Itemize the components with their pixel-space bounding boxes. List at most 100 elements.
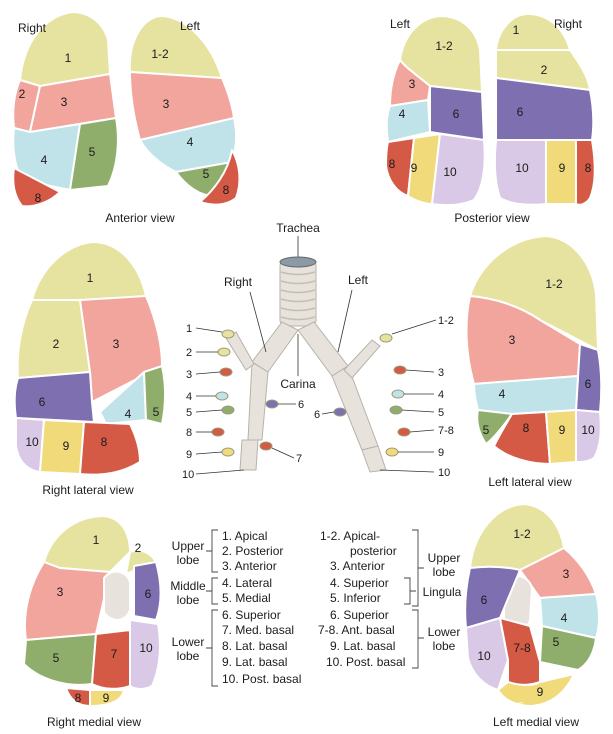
anterior-right-lung bbox=[12, 11, 119, 208]
tree-label: 1 bbox=[186, 323, 192, 335]
seg-label: 4 bbox=[561, 611, 568, 625]
lobe-label: lobe bbox=[177, 593, 200, 607]
left-lower-distal bbox=[361, 445, 387, 473]
tree-label: 10 bbox=[438, 467, 450, 479]
seg-label: 4 bbox=[125, 407, 132, 421]
watermark: 知乎 @医柚课堂 bbox=[498, 701, 600, 718]
legend-item: 6. Superior bbox=[222, 608, 281, 622]
ring-seg5 bbox=[221, 405, 235, 415]
seg-label: 5 bbox=[483, 423, 490, 437]
legend-item: posterior bbox=[350, 544, 397, 558]
seg-label: 5 bbox=[153, 405, 160, 419]
seg-label: 4 bbox=[399, 107, 406, 121]
seg-label: 6 bbox=[481, 593, 488, 607]
tree-label: 3 bbox=[438, 367, 444, 379]
lobe-label: lobe bbox=[433, 639, 456, 653]
tree-label: 10 bbox=[182, 469, 194, 481]
legend-item: 10. Post. basal bbox=[222, 672, 301, 686]
legend-item: 7-8. Ant. basal bbox=[318, 623, 395, 637]
seg-label: 8 bbox=[585, 161, 592, 175]
segment-superior bbox=[133, 561, 162, 621]
seg-label: 4 bbox=[187, 135, 194, 149]
posterior-view: Left Right 1-2 3 4 6 8 9 10 1 2 6 10 9 8… bbox=[385, 13, 596, 225]
segment-apical bbox=[495, 13, 571, 51]
seg-label: 8 bbox=[389, 157, 396, 171]
right-lateral-view: 1 2 3 6 4 5 10 9 8 Right lateral view bbox=[13, 241, 166, 497]
left-tree-labels: 1-2 3 4 5 6 7-8 9 10 bbox=[314, 315, 454, 479]
tree-label: 9 bbox=[186, 449, 192, 461]
left-main-bronchus bbox=[297, 321, 349, 377]
tree-label: 9 bbox=[438, 447, 444, 459]
ring-seg4 bbox=[215, 391, 229, 401]
posterior-right-lung bbox=[493, 13, 596, 206]
seg-label: 1 bbox=[65, 51, 72, 65]
legend-item: 2. Posterior bbox=[222, 544, 283, 558]
legend-left-lung: 1-2. Apical- posterior 3. Anterior 4. Su… bbox=[318, 529, 462, 669]
seg-label: 5 bbox=[53, 651, 60, 665]
tree-label: 3 bbox=[186, 369, 192, 381]
ring-seg3 bbox=[393, 365, 407, 375]
seg-label: 1-2 bbox=[545, 277, 563, 291]
lobe-label: Lingula bbox=[423, 585, 462, 599]
tree-label: 5 bbox=[186, 407, 192, 419]
ring-seg6 bbox=[265, 399, 279, 409]
segment-superior bbox=[13, 371, 95, 423]
seg-label: 9 bbox=[103, 691, 110, 705]
legend-item: 5. Medial bbox=[222, 591, 271, 605]
seg-label: 8 bbox=[35, 191, 42, 205]
posterior-caption: Posterior view bbox=[454, 211, 530, 225]
legend-item: 5. Inferior bbox=[330, 591, 381, 605]
segment-medial bbox=[23, 633, 97, 686]
seg-label: 6 bbox=[39, 395, 46, 409]
tree-label: 6 bbox=[314, 409, 320, 421]
ring-seg7-8 bbox=[397, 427, 411, 437]
seg-label: 6 bbox=[517, 105, 524, 119]
right-medial-view: 1 2 3 6 5 7 10 8 9 Right medial view bbox=[23, 515, 162, 729]
lobe-label: Middle bbox=[170, 579, 206, 593]
segment-medial bbox=[143, 365, 166, 425]
seg-label: 6 bbox=[145, 587, 152, 601]
seg-label: 8 bbox=[223, 183, 230, 197]
lobe-label: Lower bbox=[428, 625, 461, 639]
left-lateral-view: 1-2 3 6 4 5 8 9 10 Left lateral view bbox=[465, 235, 603, 489]
seg-label: 10 bbox=[477, 649, 491, 663]
anterior-side-right: Right bbox=[18, 21, 47, 35]
trachea-label: Trachea bbox=[276, 221, 320, 235]
legend-item: 4. Lateral bbox=[222, 576, 272, 590]
segment-ant-basal bbox=[575, 139, 596, 206]
seg-label: 1 bbox=[513, 23, 520, 37]
tree-label: 7-8 bbox=[438, 425, 454, 437]
seg-label: 2 bbox=[53, 337, 60, 351]
seg-label: 9 bbox=[559, 423, 566, 437]
right-tree-labels: 1 2 3 4 5 6 8 9 7 10 bbox=[182, 323, 304, 481]
anterior-left-lung bbox=[128, 15, 241, 206]
segment-ant-basal bbox=[12, 167, 61, 208]
anterior-caption: Anterior view bbox=[105, 211, 175, 225]
segment-post-basal bbox=[129, 619, 161, 690]
seg-label: 1 bbox=[93, 533, 100, 547]
segment-post-basal bbox=[465, 617, 509, 691]
seg-label: 4 bbox=[499, 387, 506, 401]
tree-label: 7 bbox=[296, 453, 302, 465]
seg-label: 8 bbox=[523, 421, 530, 435]
right-lower-bronchus bbox=[239, 439, 259, 471]
seg-label: 1-2 bbox=[513, 527, 531, 541]
legend-item: 3. Anterior bbox=[222, 559, 277, 573]
seg-label: 1 bbox=[87, 271, 94, 285]
seg-label: 3 bbox=[61, 95, 68, 109]
left-lateral-caption: Left lateral view bbox=[488, 475, 572, 489]
segment-superior-lingula bbox=[385, 99, 431, 143]
legend-item: 10. Post. basal bbox=[326, 655, 405, 669]
legend-item: 8. Lat. basal bbox=[222, 639, 287, 653]
seg-label: 10 bbox=[25, 435, 39, 449]
posterior-side-left: Left bbox=[390, 17, 411, 31]
seg-label: 9 bbox=[63, 439, 70, 453]
seg-label: 7-8 bbox=[513, 641, 531, 655]
ring-seg4 bbox=[391, 389, 405, 399]
seg-label: 2 bbox=[541, 63, 548, 77]
right-intermediate-bronchus bbox=[247, 361, 269, 441]
tree-label: 2 bbox=[186, 347, 192, 359]
segment-post-basal bbox=[575, 409, 602, 463]
right-lateral-caption: Right lateral view bbox=[42, 483, 134, 497]
